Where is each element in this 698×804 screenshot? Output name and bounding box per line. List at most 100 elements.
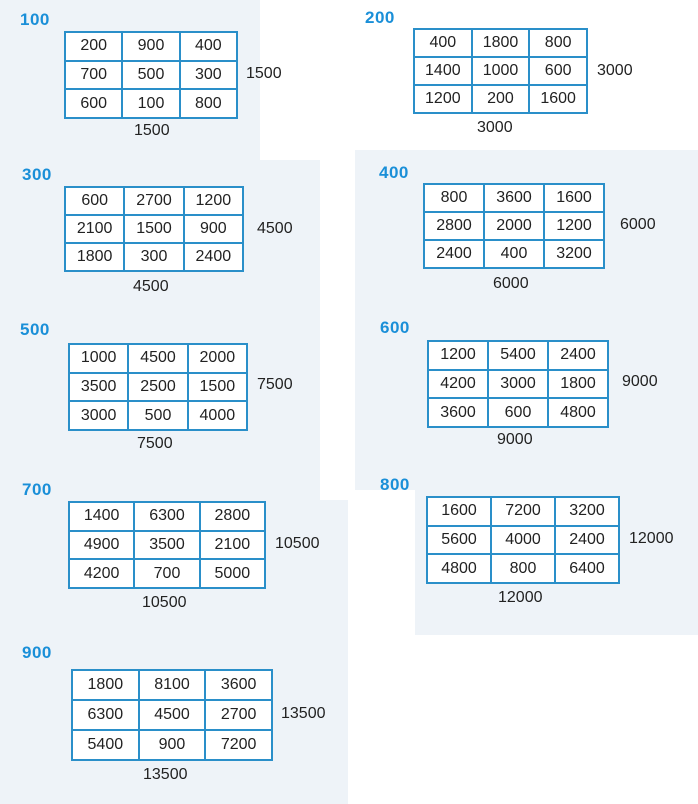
square-label: 800 <box>380 475 410 494</box>
grid-cell: 1500 <box>186 371 249 403</box>
row-sum: 1500 <box>246 65 282 82</box>
grid-cell: 3500 <box>133 529 201 561</box>
grid-cell: 500 <box>121 59 181 91</box>
row-sum: 4500 <box>257 220 293 237</box>
grid-cell: 6400 <box>554 553 620 584</box>
grid-cell: 4800 <box>547 397 609 428</box>
grid-cell: 3200 <box>554 496 620 527</box>
grid-cell: 800 <box>490 553 556 584</box>
grid-cell: 1600 <box>528 84 588 114</box>
grid-cell: 900 <box>121 31 181 62</box>
grid-cell: 4200 <box>67 558 136 589</box>
grid-cell: 1800 <box>547 368 609 400</box>
row-sum: 7500 <box>257 376 293 393</box>
grid-cell: 600 <box>63 186 126 216</box>
column-sum: 7500 <box>137 435 173 452</box>
grid-cell: 800 <box>423 183 485 213</box>
grid-cell: 3000 <box>487 368 549 400</box>
grid-cell: 600 <box>63 88 124 119</box>
square-label: 600 <box>380 318 410 337</box>
grid-cell: 3000 <box>67 400 130 431</box>
grid-cell: 1200 <box>182 186 245 216</box>
grid-cell: 500 <box>127 400 189 431</box>
column-sum: 9000 <box>497 431 533 448</box>
grid-cell: 1400 <box>413 56 473 86</box>
grid-cell: 700 <box>133 558 201 589</box>
grid-cell: 700 <box>63 59 124 91</box>
grid-cell: 3600 <box>427 397 489 428</box>
grid-cell: 2100 <box>198 529 267 561</box>
grid-cell: 4500 <box>127 343 189 374</box>
grid-cell: 300 <box>123 242 185 272</box>
grid-cell: 300 <box>178 59 239 91</box>
grid-cell: 2700 <box>204 699 273 731</box>
grid-cell: 400 <box>483 239 545 269</box>
grid-cell: 2000 <box>483 211 545 241</box>
square-label: 700 <box>22 480 52 499</box>
grid-cell: 900 <box>182 214 245 244</box>
square-label: 500 <box>20 320 50 339</box>
square-label: 200 <box>365 8 395 27</box>
grid-cell: 800 <box>528 28 588 58</box>
grid-cell: 5600 <box>426 524 492 556</box>
grid-cell: 7200 <box>490 496 556 527</box>
grid-cell: 1000 <box>67 343 130 374</box>
grid-cell: 4200 <box>427 368 489 400</box>
grid-cell: 5000 <box>198 558 267 589</box>
grid-cell: 1800 <box>470 28 531 58</box>
grid-cell: 600 <box>528 56 588 86</box>
column-sum: 6000 <box>493 275 529 292</box>
grid-cell: 200 <box>470 84 531 114</box>
row-sum: 9000 <box>622 373 658 390</box>
grid-cell: 1600 <box>426 496 492 527</box>
grid-cell: 2800 <box>423 211 485 241</box>
grid-cell: 2400 <box>182 242 245 272</box>
grid-cell: 1800 <box>71 669 140 701</box>
grid-cell: 3600 <box>204 669 273 701</box>
grid-cell: 2700 <box>123 186 185 216</box>
grid-cell: 2400 <box>423 239 485 269</box>
grid-cell: 1200 <box>413 84 473 114</box>
column-sum: 12000 <box>498 589 543 606</box>
column-sum: 3000 <box>477 119 513 136</box>
square-label: 100 <box>20 10 50 29</box>
grid-cell: 1600 <box>543 183 605 213</box>
grid-cell: 3500 <box>67 371 130 403</box>
grid-cell: 200 <box>63 31 124 62</box>
grid-cell: 100 <box>121 88 181 119</box>
grid-cell: 1400 <box>67 501 136 532</box>
grid-cell: 2100 <box>63 214 126 244</box>
column-sum: 10500 <box>142 594 187 611</box>
grid-cell: 600 <box>487 397 549 428</box>
square-label: 300 <box>22 165 52 184</box>
row-sum: 3000 <box>597 62 633 79</box>
grid-cell: 5400 <box>71 729 140 761</box>
column-sum: 13500 <box>143 766 188 783</box>
column-sum: 1500 <box>134 122 170 139</box>
grid-cell: 1200 <box>543 211 605 241</box>
grid-cell: 900 <box>137 729 207 761</box>
row-sum: 10500 <box>275 535 320 552</box>
grid-cell: 5400 <box>487 340 549 371</box>
grid-cell: 3200 <box>543 239 605 269</box>
grid-cell: 1000 <box>470 56 531 86</box>
grid-cell: 7200 <box>204 729 273 761</box>
grid-cell: 6300 <box>133 501 201 532</box>
square-label: 400 <box>379 163 409 182</box>
row-sum: 13500 <box>281 705 326 722</box>
grid-cell: 1500 <box>123 214 185 244</box>
grid-cell: 1200 <box>427 340 489 371</box>
grid-cell: 8100 <box>137 669 207 701</box>
grid-cell: 2400 <box>547 340 609 371</box>
grid-cell: 4900 <box>67 529 136 561</box>
grid-cell: 2000 <box>186 343 249 374</box>
